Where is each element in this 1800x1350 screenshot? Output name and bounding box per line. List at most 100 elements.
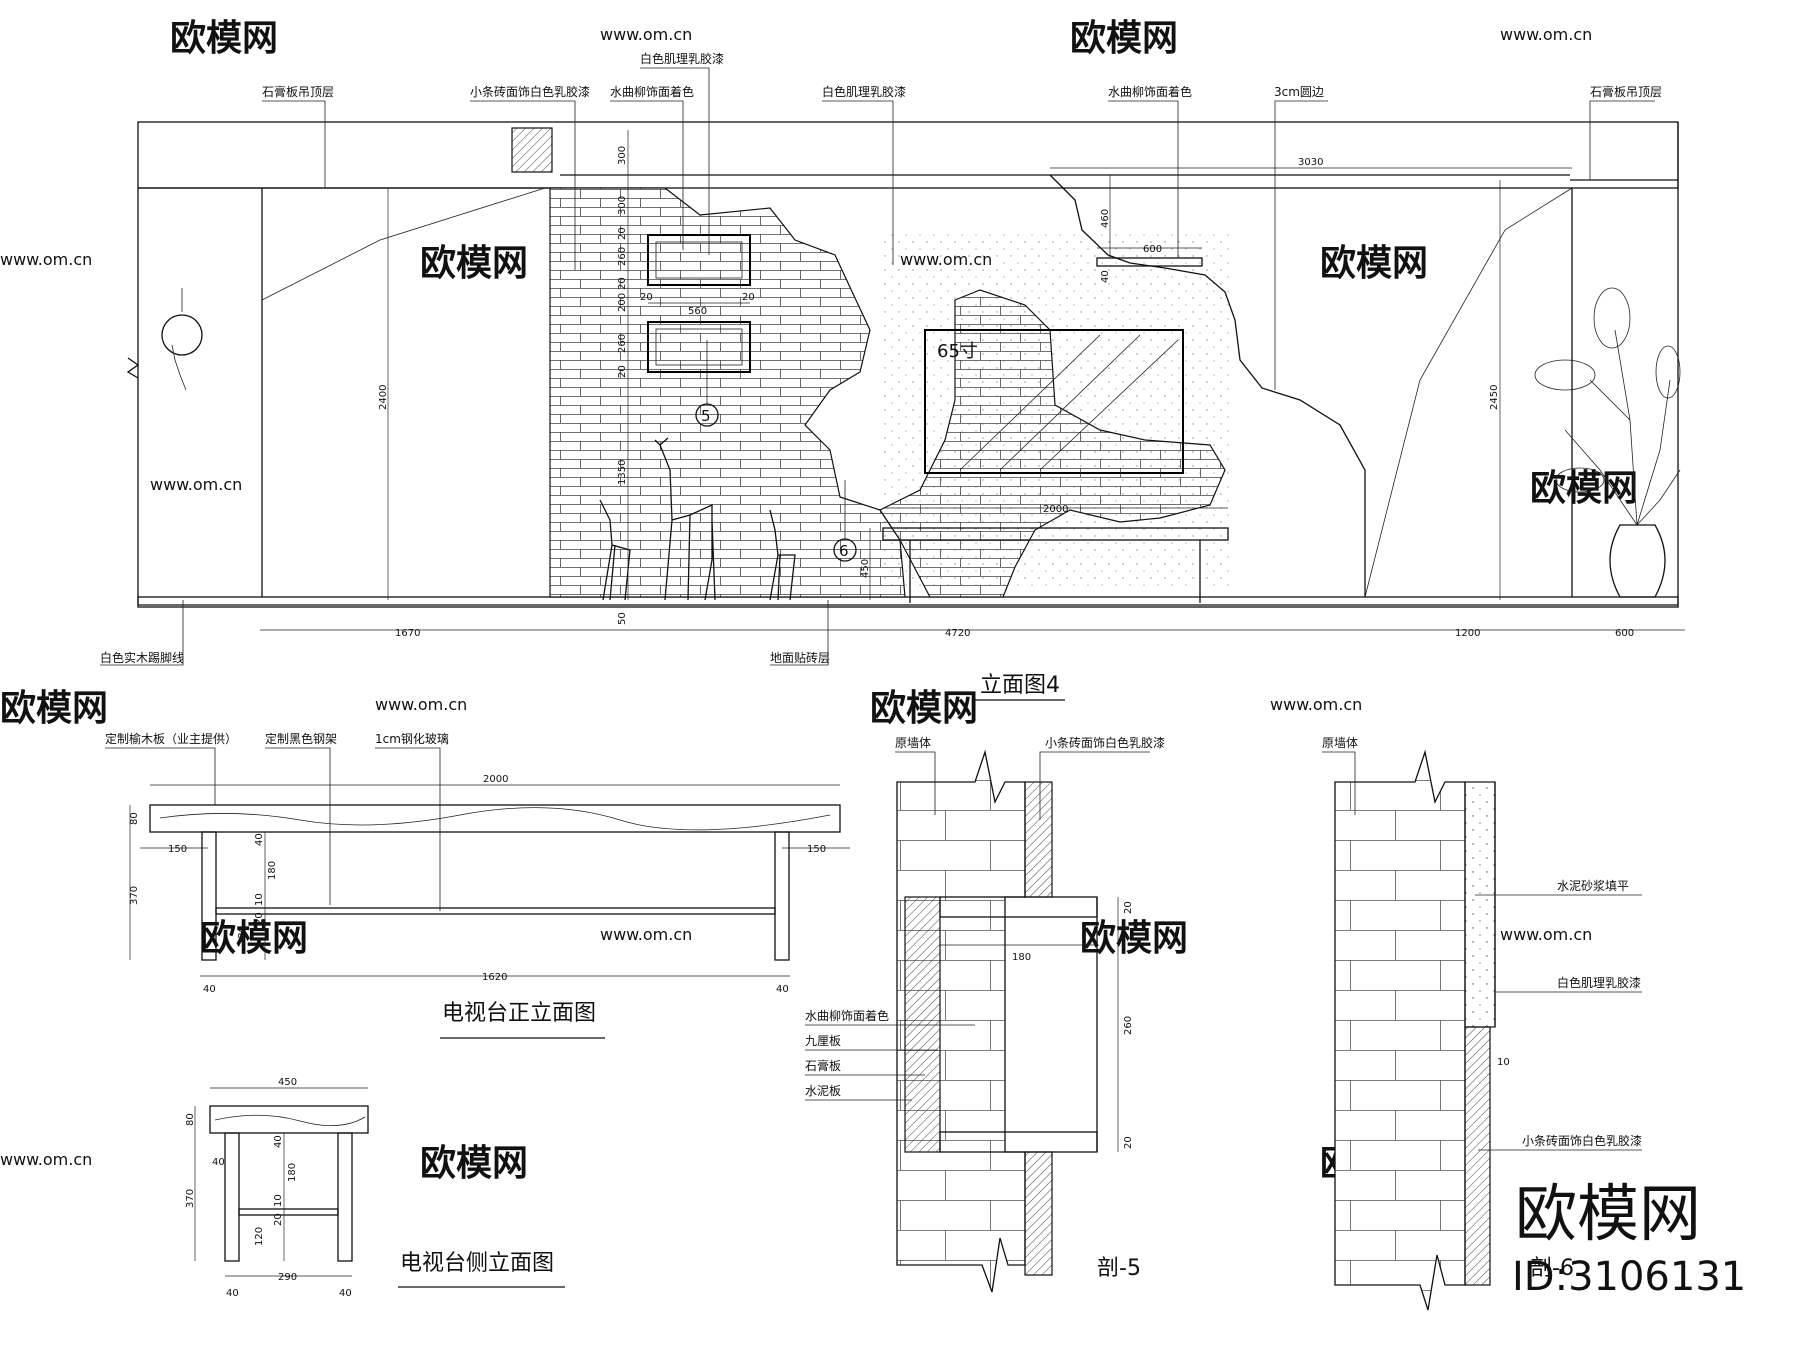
tv-side-title: 电视台侧立面图 xyxy=(400,1251,554,1276)
dim-s5-20b: 20 xyxy=(1123,1136,1134,1149)
dim-50: 50 xyxy=(617,612,628,625)
front-leg-left xyxy=(201,831,217,961)
brand-stamp-name: 欧模网 xyxy=(1515,1177,1701,1250)
leader-wood-board xyxy=(105,747,216,805)
label-ceiling-right: 石膏板吊顶层 xyxy=(1590,84,1662,99)
label-s5-plywood: 九厘板 xyxy=(805,1034,841,1048)
leader-floor-tile xyxy=(770,600,829,666)
dim-side-40r: 40 xyxy=(339,1288,352,1299)
dim-front-80: 80 xyxy=(129,812,140,825)
brick-wall xyxy=(549,187,906,598)
watermark-url: www.om.cn xyxy=(1500,925,1592,944)
label-brick-paint: 小条砖面饰白色乳胶漆 xyxy=(470,84,590,99)
dim-460: 460 xyxy=(1100,209,1111,228)
leader-glass xyxy=(375,747,441,911)
leader-texture-top xyxy=(640,67,710,255)
plant-ring xyxy=(161,314,203,356)
floor-strip xyxy=(137,596,1679,608)
door-swing xyxy=(261,187,546,301)
section5-brick-finish-bottom xyxy=(1024,1151,1053,1276)
dim-side-10: 10 xyxy=(273,1194,284,1207)
leader-s5-brick xyxy=(1039,751,1150,820)
section-6-view: 原墙体 水泥砂浆填平 白色肌理乳胶漆 小条砖面饰白色乳胶漆 10 剖-6 xyxy=(1322,736,1642,1311)
dim-2450: 2450 xyxy=(1489,385,1500,410)
label-s6-paint: 白色肌理乳胶漆 xyxy=(1557,975,1641,990)
dim-front-2000: 2000 xyxy=(483,774,508,785)
plant-leaf xyxy=(1655,345,1681,399)
watermark-brand: 欧模网 xyxy=(420,243,528,284)
wall-niche-upper xyxy=(647,234,751,286)
brand-stamp: 欧模网 ID:3106131 xyxy=(1512,1177,1746,1300)
dim-side-40a: 40 xyxy=(212,1157,225,1168)
dim-front-1620: 1620 xyxy=(482,972,507,983)
label-wood-left: 水曲柳饰面着色 xyxy=(610,84,694,99)
deer-large xyxy=(654,437,716,601)
dim-1670: 1670 xyxy=(395,628,420,639)
dim-side-80: 80 xyxy=(185,1113,196,1126)
dim-20a: 20 xyxy=(617,227,628,240)
dim-20h2: 20 xyxy=(742,292,755,303)
dim-560: 560 xyxy=(688,306,707,317)
watermark-brand: 欧模网 xyxy=(1070,18,1178,59)
label-s6-brick: 小条砖面饰白色乳胶漆 xyxy=(1522,1133,1642,1148)
ceiling-outline xyxy=(137,121,1679,189)
dim-front-20: 20 xyxy=(254,912,265,925)
watermark-brand: 欧模网 xyxy=(870,688,978,729)
label-wood-right: 水曲柳饰面着色 xyxy=(1108,84,1192,99)
tv-size-label: 65寸 xyxy=(937,341,978,362)
section-mark-5-number: 5 xyxy=(701,407,711,425)
side-glass-shelf xyxy=(238,1208,339,1216)
deer-medium xyxy=(599,499,631,601)
dim-front-150l: 150 xyxy=(168,844,187,855)
leader-s6-wall xyxy=(1322,751,1356,815)
label-s5-wall: 原墙体 xyxy=(895,736,931,750)
label-s5-wood: 水曲柳饰面着色 xyxy=(805,1008,889,1023)
front-wood-grain xyxy=(159,807,831,831)
dim-front-40t: 40 xyxy=(254,833,265,846)
section6-brick-finish xyxy=(1464,1026,1491,1286)
wall-niche-lower-inner xyxy=(655,328,743,366)
tv-stand-front-view: 定制榆木板（业主提供） 定制黑色钢架 1cm钢化玻璃 2000 80 370 1… xyxy=(105,731,850,1039)
dim-1200: 1200 xyxy=(1455,628,1480,639)
dim-200: 200 xyxy=(617,293,628,312)
dim-s5-260: 260 xyxy=(1123,1016,1134,1035)
deer-sculptures xyxy=(599,437,796,601)
watermark-url: www.om.cn xyxy=(0,1150,92,1169)
leader-baseboard xyxy=(100,600,184,666)
section-mark-6-number: 6 xyxy=(839,542,849,560)
dim-front-150r: 150 xyxy=(807,844,826,855)
section5-labels: 原墙体 小条砖面饰白色乳胶漆 水曲柳饰面着色 九厘板 石膏板 水泥板 xyxy=(805,735,1165,1101)
side-board xyxy=(209,1105,369,1134)
section-mark-6 xyxy=(833,538,857,562)
section6-wall xyxy=(1334,749,1466,1311)
plant-leaf xyxy=(1534,359,1596,391)
dim-side-40l: 40 xyxy=(226,1288,239,1299)
dim-600-bottom: 600 xyxy=(1615,628,1634,639)
watermark-url: www.om.cn xyxy=(0,250,92,269)
dim-450: 450 xyxy=(860,559,871,578)
section5-title: 剖-5 xyxy=(1097,1256,1141,1281)
section6-mortar xyxy=(1464,781,1496,1028)
plaster-texture xyxy=(880,230,1230,590)
watermark-brand: 欧模网 xyxy=(1530,468,1638,509)
dim-260a: 260 xyxy=(617,247,628,266)
side-dimensions: 450 80 40 370 40 180 10 20 120 290 40 40 xyxy=(185,1077,368,1299)
dim-s5-20a: 20 xyxy=(1123,901,1134,914)
leader-texture-mid xyxy=(822,100,894,265)
dim-front-180: 180 xyxy=(267,861,278,880)
hanging-plant xyxy=(161,288,203,391)
ceiling-section-box xyxy=(511,127,553,173)
watermark-url: www.om.cn xyxy=(1270,695,1362,714)
watermark-url: www.om.cn xyxy=(600,25,692,44)
label-texture-top: 白色肌理乳胶漆 xyxy=(640,51,724,66)
dim-side-20: 20 xyxy=(273,1213,284,1226)
dim-2000: 2000 xyxy=(1043,504,1068,515)
dim-front-120: 120 xyxy=(237,926,248,945)
side-leg-left xyxy=(224,1132,240,1262)
elevation-view: 65寸 5 xyxy=(100,51,1685,701)
section6-labels: 原墙体 水泥砂浆填平 白色肌理乳胶漆 小条砖面饰白色乳胶漆 10 xyxy=(1322,736,1642,1151)
dim-40: 40 xyxy=(1100,270,1111,283)
label-wood-board: 定制榆木板（业主提供） xyxy=(105,731,237,746)
section5-niche-back xyxy=(904,896,941,1153)
